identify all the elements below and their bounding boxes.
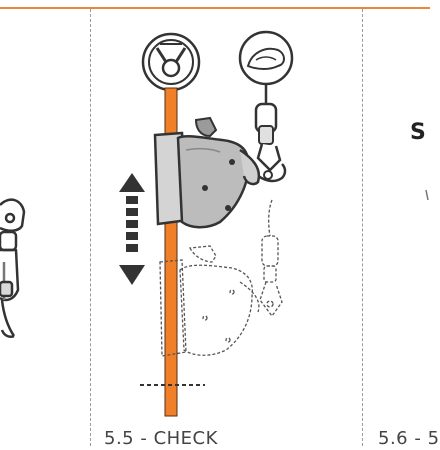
right-panel-heading-fragment: S [410,120,426,145]
top-accent-rule [0,7,430,9]
hand-grip-icon [238,30,294,86]
check-step-illustration [119,30,429,417]
manual-page: 5.5 - CHECK 5.6 - 5 S [0,7,439,449]
left-carabiner-figure [0,198,26,338]
rope-grab-device [153,116,261,229]
step-caption-check: 5.5 - CHECK [104,428,218,449]
left-panel-illustration [0,198,26,338]
check-ring-icon [141,32,201,92]
device-ghost-lower [159,245,260,357]
panel-divider-left [90,9,91,446]
double-arrow-up-down-icon [119,173,145,285]
lanyard-ghost [259,199,283,318]
step-caption-next: 5.6 - 5 [378,428,440,449]
panel-divider-right [362,9,363,446]
